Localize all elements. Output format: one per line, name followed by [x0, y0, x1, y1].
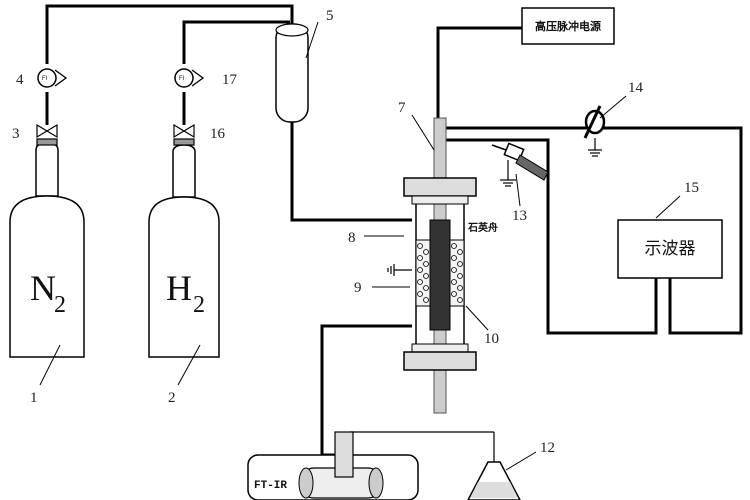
n2-meter-tag: FI — [42, 76, 48, 82]
hv-supply-label: 高压脉冲电源 — [535, 19, 601, 33]
h2-label: H — [166, 268, 192, 308]
h2-meter-tag: FI — [179, 76, 185, 82]
hv-power-supply: 高压脉冲电源 — [521, 7, 615, 45]
callout-4: 4 — [16, 72, 24, 88]
callout-2: 2 — [168, 390, 176, 406]
callout-13: 13 — [512, 208, 527, 224]
callout-numbers: 1 2 3 4 5 7 8 9 10 12 13 14 15 16 17 — [12, 8, 699, 456]
absorption-flask — [467, 461, 521, 500]
n2-cylinder: N 2 — [9, 142, 85, 358]
callout-10: 10 — [484, 331, 499, 347]
hv-lead — [436, 26, 522, 120]
callout-7: 7 — [398, 100, 406, 116]
callout-3: 3 — [12, 126, 20, 142]
n2-flow-meter: FI — [37, 68, 68, 88]
reactor-ground — [387, 264, 412, 276]
callout-9: 9 — [354, 280, 362, 296]
gas-lines — [45, 4, 412, 222]
oscilloscope-label: 示波器 — [645, 239, 696, 259]
h2-cylinder: H 2 — [148, 144, 220, 358]
callout-15: 15 — [684, 180, 699, 196]
dbd-reactor: 石英舟 — [387, 117, 498, 414]
oscilloscope: 示波器 — [617, 219, 723, 279]
ftir-instrument: FT-IR — [247, 431, 419, 500]
quartz-boat-label: 石英舟 — [467, 221, 498, 234]
electrical-wiring — [436, 26, 743, 335]
callout-1: 1 — [30, 390, 38, 406]
ftir-label: FT-IR — [254, 480, 287, 492]
callout-16: 16 — [210, 126, 226, 142]
n2-label-sub: 2 — [54, 292, 66, 318]
h2-label-sub: 2 — [193, 292, 205, 318]
h2-line — [182, 20, 290, 64]
callout-14: 14 — [628, 80, 644, 96]
current-probe — [583, 105, 606, 157]
leader-lines — [39, 21, 681, 471]
callout-12: 12 — [540, 440, 555, 456]
h2-valve — [173, 123, 195, 146]
voltage-probe — [491, 142, 549, 187]
n2-valve — [36, 123, 58, 146]
n2-label: N — [30, 268, 56, 308]
mixer-to-reactor-line — [290, 122, 412, 222]
probe-loop-wire — [446, 126, 743, 335]
h2-flow-meter: FI — [174, 68, 205, 88]
callout-5: 5 — [326, 8, 334, 24]
oscilloscope-wire — [446, 138, 658, 335]
n2-line — [45, 4, 294, 64]
callout-17: 17 — [222, 72, 238, 88]
callout-8: 8 — [348, 230, 356, 246]
gas-mixer — [275, 23, 309, 123]
